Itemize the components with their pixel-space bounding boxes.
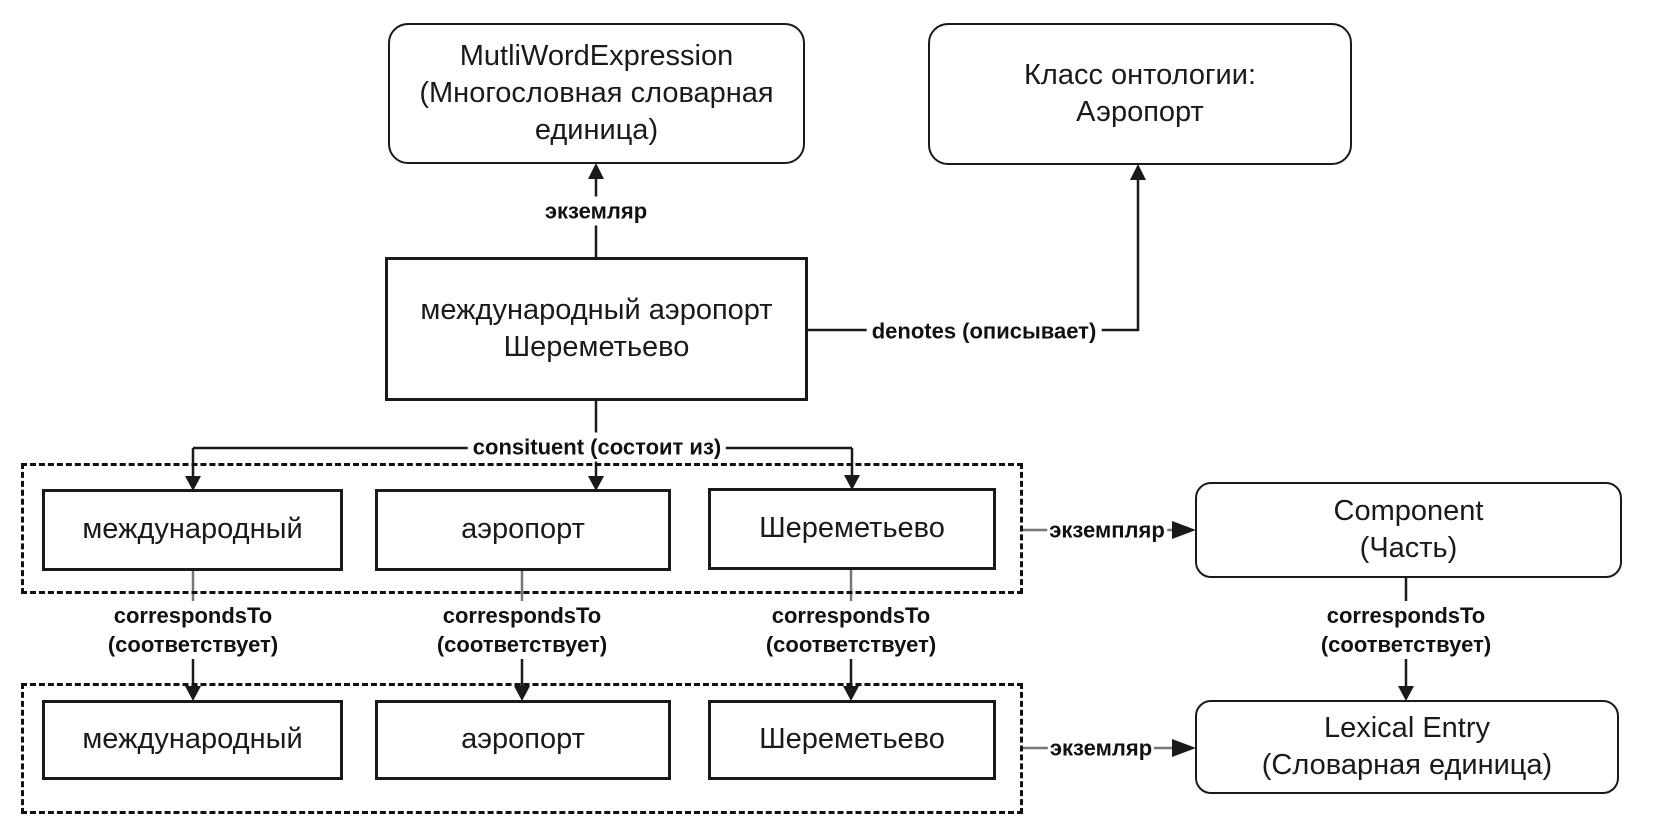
lexical-group-container [21,683,1023,814]
mwe-instance-label-line1: международный аэропорт [420,293,773,326]
lexical-entry-class-label-line1: Lexical Entry [1323,711,1490,744]
components-group-container [21,463,1023,594]
edge-label-corresponds-2-line1: correspondsTo [442,602,602,628]
edge-label-corresponds-component-line2: (соответствует) [1320,632,1492,657]
edge-label-corresponds-component: correspondsTo (соответствует) [1315,600,1497,660]
lexical-word-label-2: аэропорт [461,723,585,756]
lexical-word-label-3: Шереметьево [759,723,945,756]
edge-label-denotes: denotes (описывает) [866,316,1102,346]
lexical-entry-class-node: Lexical Entry (Словарная единица) [1195,700,1619,794]
mwe-class-label-line2: (Многословная словарная [419,76,774,109]
edge-label-corresponds-1: correspondsTo (соответствует) [102,600,284,660]
edge-label-corresponds-3-line2: (соответствует) [765,632,937,657]
edge-label-instance-component: экземпляр [1047,515,1167,545]
edge-label-instance-lexical: экземляр [1047,733,1155,763]
ontology-class-label-line2: Аэропорт [1076,96,1204,128]
edge-label-corresponds-component-line1: correspondsTo [1326,602,1486,628]
component-class-node: Component (Часть) [1195,482,1622,578]
edge-label-corresponds-1-line1: correspondsTo [113,602,273,628]
lexical-word-node-1: международный [42,700,343,780]
component-word-label-3: Шереметьево [759,512,945,545]
lexical-word-node-2: аэропорт [375,700,671,780]
edge-label-corresponds-3-line1: correspondsTo [771,602,931,628]
component-word-node-2: аэропорт [375,489,671,571]
edge-label-corresponds-2-line2: (соответствует) [436,632,608,657]
mwe-class-label-line3: единица) [534,114,659,147]
edge-label-corresponds-2: correspondsTo (соответствует) [431,600,613,660]
ontology-class-label-line1: Класс онтологии: [1024,58,1256,91]
edge-label-constituent: consituent (состоит из) [467,432,727,462]
edge-label-instance-up: экземляр [539,196,653,226]
component-word-node-1: международный [42,489,343,571]
component-class-label-line2: (Часть) [1359,532,1458,564]
lexical-entry-class-label-line2: (Словарная единица) [1261,749,1553,781]
mwe-class-label-line1: MutliWordExpression [459,39,734,72]
mwe-instance-label-line2: Шереметьево [503,331,690,363]
edge-corresponds-component [1398,577,1414,701]
component-word-node-3: Шереметьево [708,488,996,570]
lexical-word-label-1: международный [82,723,303,756]
mwe-class-node: MutliWordExpression (Многословная словар… [388,23,805,164]
mwe-instance-node: международный аэропорт Шереметьево [385,257,808,401]
edge-denotes [808,164,1146,332]
ontology-class-node: Класс онтологии: Аэропорт [928,23,1352,165]
component-word-label-1: международный [82,513,303,546]
lexical-word-node-3: Шереметьево [708,700,996,780]
edge-label-corresponds-3: correspondsTo (соответствует) [760,600,942,660]
component-class-label-line1: Component [1333,494,1484,527]
edge-label-corresponds-1-line2: (соответствует) [107,632,279,657]
component-word-label-2: аэропорт [461,513,585,546]
